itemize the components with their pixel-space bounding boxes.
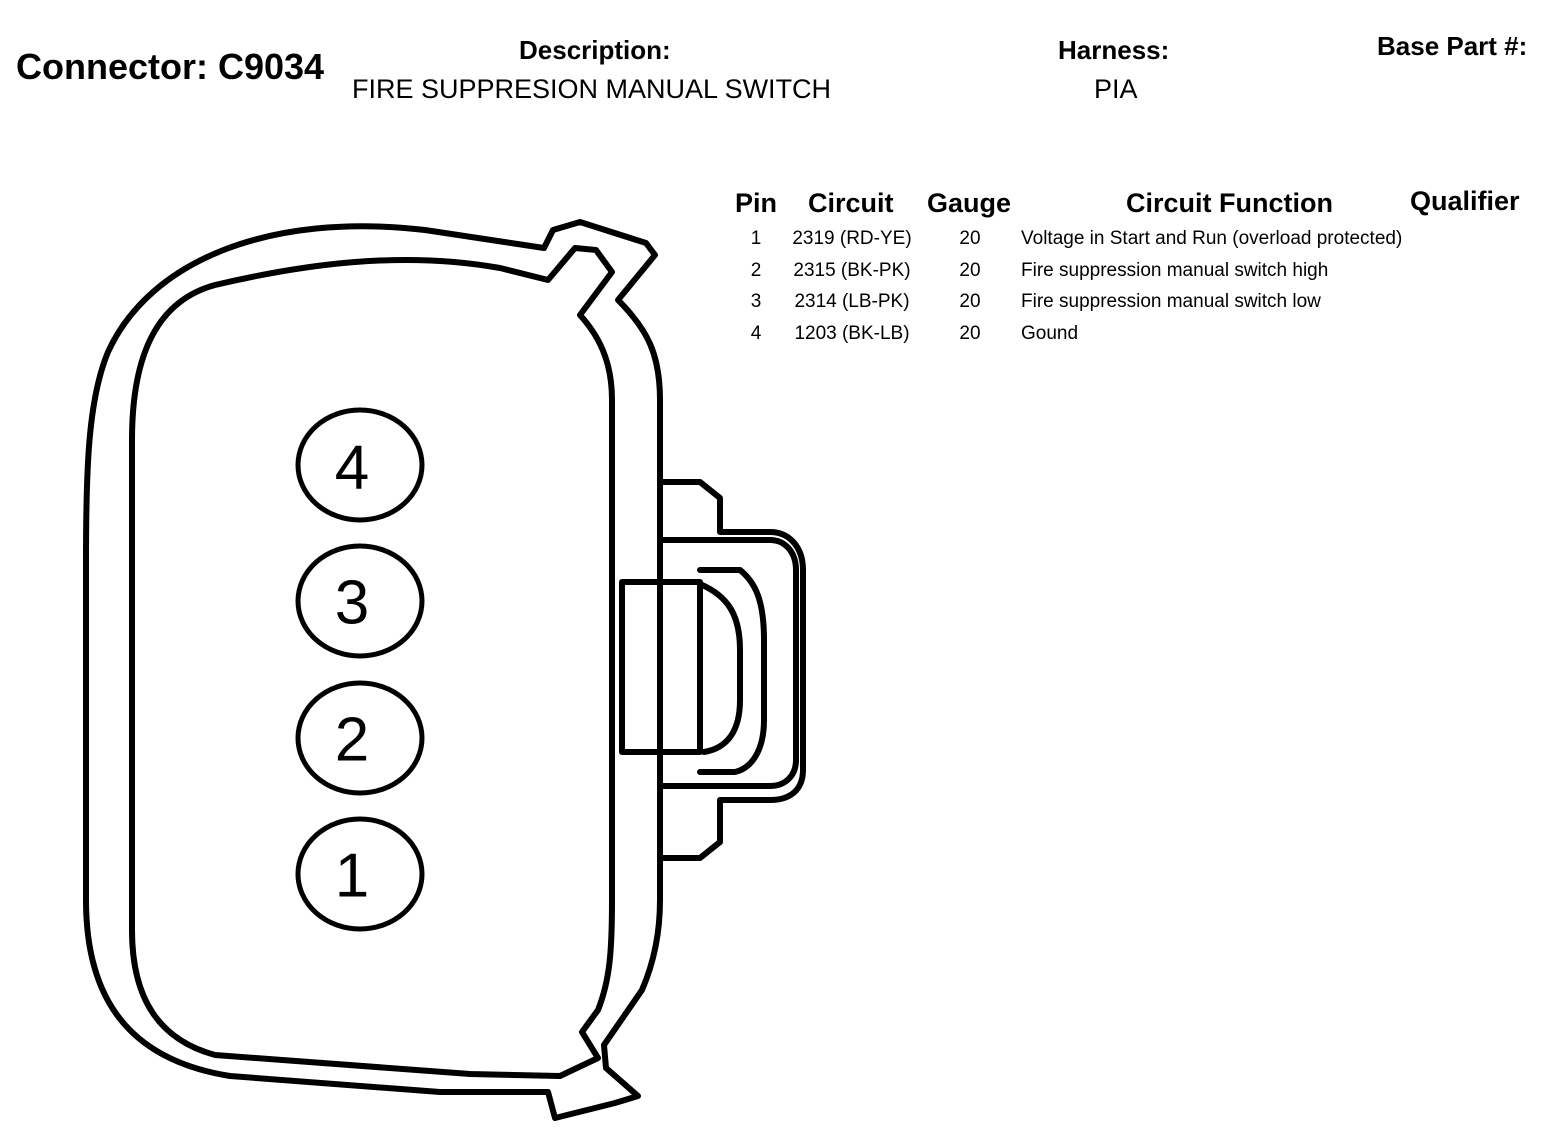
- column-header-circuit-function: Circuit Function: [1126, 188, 1333, 218]
- connector-latch: [657, 479, 806, 861]
- row-circuit: 1203 (BK-LB): [794, 323, 910, 344]
- row-circuit: 2314 (LB-PK): [794, 291, 910, 312]
- column-header-qualifier: Qualifier: [1410, 186, 1520, 216]
- row-function: Voltage in Start and Run (overload prote…: [1021, 228, 1403, 249]
- cavity-label-2: 2: [335, 706, 369, 775]
- connector-latch-arm: [657, 537, 799, 789]
- row-pin: 2: [750, 260, 762, 281]
- harness-value: PIA: [1094, 74, 1138, 104]
- cavity-3: [295, 543, 425, 659]
- table-row: 3 2314 (LB-PK) 20 Fire suppression manua…: [0, 291, 1568, 317]
- row-pin: 4: [750, 323, 762, 344]
- row-pin: 3: [750, 291, 762, 312]
- connector-housing-inner: [129, 245, 615, 1079]
- row-function: Fire suppression manual switch low: [1021, 291, 1321, 312]
- row-circuit: 2315 (BK-PK): [793, 260, 911, 281]
- connector-latch-spring-inner: [697, 581, 743, 755]
- row-circuit: 2319 (RD-YE): [792, 228, 912, 249]
- connector-latch-spring: [697, 567, 767, 775]
- table-row: 1 2319 (RD-YE) 20 Voltage in Start and R…: [0, 228, 1568, 254]
- row-gauge: 20: [959, 260, 981, 281]
- base-part-label: Base Part #:: [1377, 31, 1528, 61]
- description-value: FIRE SUPPRESION MANUAL SWITCH: [352, 74, 832, 104]
- cavity-label-4: 4: [335, 434, 369, 503]
- cavity-1: [295, 816, 425, 932]
- row-gauge: 20: [959, 291, 981, 312]
- table-row: 2 2315 (BK-PK) 20 Fire suppression manua…: [0, 260, 1568, 286]
- column-header-circuit: Circuit: [808, 188, 894, 218]
- connector-latch-tab: [619, 579, 703, 755]
- cavity-4: [295, 407, 425, 523]
- column-header-gauge: Gauge: [927, 188, 1012, 218]
- harness-label: Harness:: [1058, 35, 1170, 65]
- row-gauge: 20: [959, 323, 981, 344]
- connector-title: Connector: C9034: [16, 46, 325, 87]
- row-function: Gound: [1021, 323, 1079, 344]
- connector-housing-outer: [83, 219, 663, 1121]
- column-header-pin: Pin: [735, 188, 778, 218]
- description-label: Description:: [519, 35, 671, 65]
- table-row: 4 1203 (BK-LB) 20 Gound: [0, 323, 1568, 349]
- cavity-2: [295, 680, 425, 796]
- cavity-label-1: 1: [335, 842, 369, 911]
- row-function: Fire suppression manual switch high: [1021, 260, 1329, 281]
- row-gauge: 20: [959, 228, 981, 249]
- cavity-label-3: 3: [335, 569, 369, 638]
- row-pin: 1: [750, 228, 762, 249]
